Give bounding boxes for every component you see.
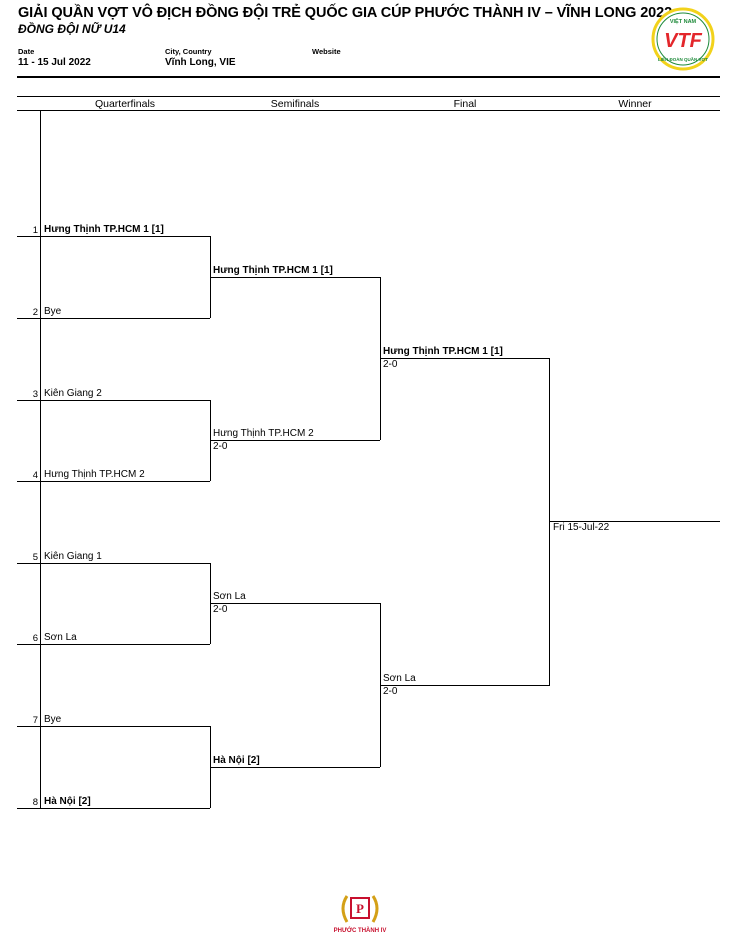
rounds-top-line	[17, 96, 720, 97]
qf-entry-3: Kiên Giang 2	[44, 388, 102, 399]
round-header-final: Final	[453, 98, 477, 110]
vtf-logo-bottom-text: LIÊN ĐOÀN QUẦN VỢT	[658, 55, 708, 62]
qf-entry-1: Hưng Thịnh TP.HCM 1 [1]	[44, 224, 164, 235]
qf-entry-4: Hưng Thịnh TP.HCM 2	[44, 469, 145, 480]
draw-column-line	[40, 110, 41, 808]
sf-entry-3: Sơn La	[213, 591, 246, 602]
seed-1: 1	[32, 225, 38, 236]
qf-line-3	[17, 400, 210, 401]
qf-line-6	[17, 644, 210, 645]
qf-line-4	[17, 481, 210, 482]
date-label: Date	[18, 47, 35, 56]
qf-entry-7: Bye	[44, 714, 62, 725]
qf-entry-8: Hà Nội [2]	[44, 796, 91, 807]
vtf-logo-text: VTF	[664, 30, 703, 52]
qf-line-7	[17, 726, 210, 727]
sf-entry-1: Hưng Thịnh TP.HCM 1 [1]	[213, 265, 333, 276]
seed-2: 2	[32, 307, 38, 318]
seed-6: 6	[32, 633, 38, 644]
qf-entry-2: Bye	[44, 306, 62, 317]
website-label: Website	[312, 47, 341, 56]
sponsor-logo: P	[325, 888, 395, 938]
winner-date: Fri 15-Jul-22	[553, 522, 610, 533]
header-divider	[17, 76, 720, 78]
vtf-logo-top-text: VIỆT NAM	[670, 17, 697, 25]
sf-score-3: 2-0	[213, 604, 228, 615]
qf-line-5	[17, 563, 210, 564]
seed-5: 5	[32, 552, 38, 563]
event-subtitle: ĐỒNG ĐỘI NỮ U14	[18, 22, 126, 36]
svg-text:P: P	[356, 901, 364, 916]
qf-line-1	[17, 236, 210, 237]
seed-7: 7	[32, 715, 38, 726]
qf-line-8	[17, 808, 210, 809]
sponsor-label: PHƯỚC THÀNH IV	[333, 928, 387, 934]
winner-line	[549, 521, 720, 522]
sf-score-2: 2-0	[213, 441, 228, 452]
final-line-2	[380, 685, 550, 686]
seed-8: 8	[32, 797, 38, 808]
sf-entry-4: Hà Nội [2]	[213, 755, 260, 766]
sf-entry-2: Hưng Thịnh TP.HCM 2	[213, 428, 314, 439]
city-label: City, Country	[165, 47, 212, 56]
vtf-logo: VTF VIỆT NAM LIÊN ĐOÀN QUẦN VỢT	[648, 7, 718, 71]
final-entry-2: Sơn La	[383, 673, 416, 684]
final-entry-1: Hưng Thịnh TP.HCM 1 [1]	[383, 346, 503, 357]
qf-entry-5: Kiên Giang 1	[44, 551, 102, 562]
final-line-1	[380, 358, 550, 359]
final-score-1: 2-0	[383, 359, 398, 370]
rounds-bottom-line	[17, 110, 720, 111]
date-value: 11 - 15 Jul 2022	[18, 57, 91, 68]
tournament-title: GIẢI QUẦN VỢT VÔ ĐỊCH ĐỒNG ĐỘI TRẺ QUỐC …	[18, 5, 673, 21]
final-score-2: 2-0	[383, 686, 398, 697]
sf-line-2	[210, 440, 380, 441]
sf-line-1	[210, 277, 380, 278]
qf-line-2	[17, 318, 210, 319]
seed-3: 3	[32, 389, 38, 400]
round-header-semifinals: Semifinals	[270, 98, 320, 110]
seed-4: 4	[32, 470, 38, 481]
round-header-winner: Winner	[618, 98, 652, 110]
sf-line-4	[210, 767, 380, 768]
round-header-quarterfinals: Quarterfinals	[94, 98, 156, 110]
sf-line-3	[210, 603, 380, 604]
city-value: Vĩnh Long, VIE	[165, 57, 236, 68]
qf-entry-6: Sơn La	[44, 632, 77, 643]
